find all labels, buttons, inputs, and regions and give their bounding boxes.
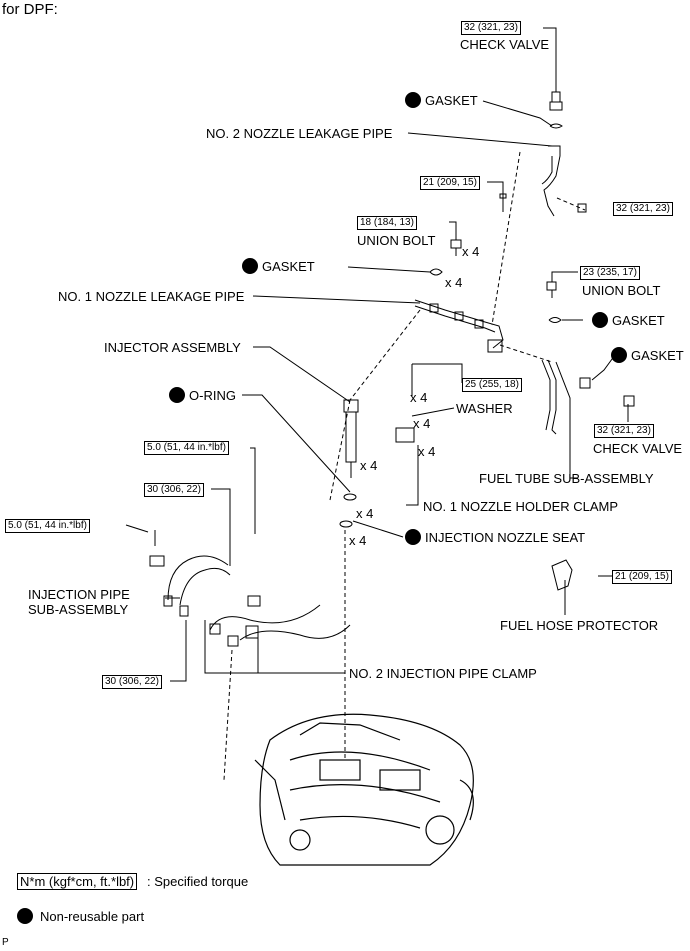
label-oring: O-RING [189,388,236,403]
torque-inj-pipe-nut-top: 30 (306, 22) [144,483,204,497]
union-bolt-left-part [429,239,462,276]
legend-nonreusable-dot [17,908,33,924]
label-no2-leakage-pipe: NO. 2 NOZZLE LEAKAGE PIPE [206,126,393,141]
fuel-tube-part [541,359,635,435]
torque-pipe-bracket: 21 (209, 15) [420,176,480,190]
leader-lines [125,27,629,682]
injection-pipes-part [149,516,351,647]
label-holder-clamp: NO. 1 NOZZLE HOLDER CLAMP [423,499,619,514]
torque-holder-clamp-bolt: 25 (255, 18) [462,378,522,392]
torque-hose-protector: 21 (209, 15) [612,570,672,584]
label-fuel-hose-protector: FUEL HOSE PROTECTOR [500,618,659,633]
alignment-lines [223,151,586,781]
nonreusable-gasket-top-dot [405,92,421,108]
no1-leakage-pipe-part [414,299,504,353]
nonreusable-gasket-far-right-dot [611,347,627,363]
label-no1-leakage-pipe: NO. 1 NOZZLE LEAKAGE PIPE [58,289,245,304]
label-nozzle-seat: INJECTION NOZZLE SEAT [425,530,586,545]
label-fuel-tube: FUEL TUBE SUB-ASSEMBLY [479,471,654,486]
nonreusable-oring-dot [169,387,185,403]
torque-inj-pipe-nut-bottom: 30 (306, 22) [102,675,162,689]
qty-washer: x 4 [413,416,431,431]
legend-nonreusable-text: Non-reusable part [40,909,145,924]
qty-union-bolt: x 4 [462,244,480,259]
qty-holder-clamp: x 4 [418,444,436,459]
legend-torque-text: : Specified torque [147,874,249,889]
label-washer: WASHER [456,401,513,416]
pipe-bracket-bolt-part [499,193,507,212]
nonreusable-gasket-right-dot [592,312,608,328]
footer-mark: P [2,937,9,948]
torque-pipe-clamp-upper: 5.0 (51, 44 in.*lbf) [144,441,229,455]
torque-union-bolt-left: 18 (184, 13) [357,216,417,230]
label-check-valve-top: CHECK VALVE [460,37,550,52]
label-gasket-top: GASKET [425,93,478,108]
qty-gasket-left: x 4 [445,275,463,290]
label-injection-pipe-line1: INJECTION PIPE [28,587,130,602]
label-gasket-far-right: GASKET [631,348,684,363]
nonreusable-nozzle-seat-dot [405,529,421,545]
check-valve-top-part [549,91,563,129]
fuel-hose-protector-part [551,559,573,591]
header-title: for DPF: [2,1,58,18]
torque-pipe-clamp-left: 5.0 (51, 44 in.*lbf) [5,519,90,533]
nonreusable-gasket-left-dot [242,258,258,274]
engine-block-sketch [254,713,474,866]
label-union-bolt-right: UNION BOLT [582,283,661,298]
label-no2-injection-pipe-clamp: NO. 2 INJECTION PIPE CLAMP [349,666,537,681]
label-union-bolt-left: UNION BOLT [357,233,436,248]
label-injection-pipe-line2: SUB-ASSEMBLY [28,602,129,617]
qty-oring: x 4 [356,506,374,521]
label-injector-assembly: INJECTOR ASSEMBLY [104,340,241,355]
qty-injector: x 4 [360,458,378,473]
label-check-valve-right: CHECK VALVE [593,441,683,456]
no2-leakage-pipe-part [541,145,587,217]
torque-leak-pipe-bolt: 32 (321, 23) [613,202,673,216]
torque-check-valve-right: 32 (321, 23) [594,424,654,438]
torque-union-bolt-right: 23 (235, 17) [580,266,640,280]
label-gasket-left: GASKET [262,259,315,274]
union-bolt-right-part [546,281,562,323]
label-gasket-right: GASKET [612,313,665,328]
legend-torque-box: N*m (kgf*cm, ft.*lbf) [17,873,138,890]
qty-bolt-25: x 4 [410,390,428,405]
torque-check-valve-top: 32 (321, 23) [461,21,521,35]
qty-nozzle-seat: x 4 [349,533,367,548]
injector-part [339,364,415,528]
